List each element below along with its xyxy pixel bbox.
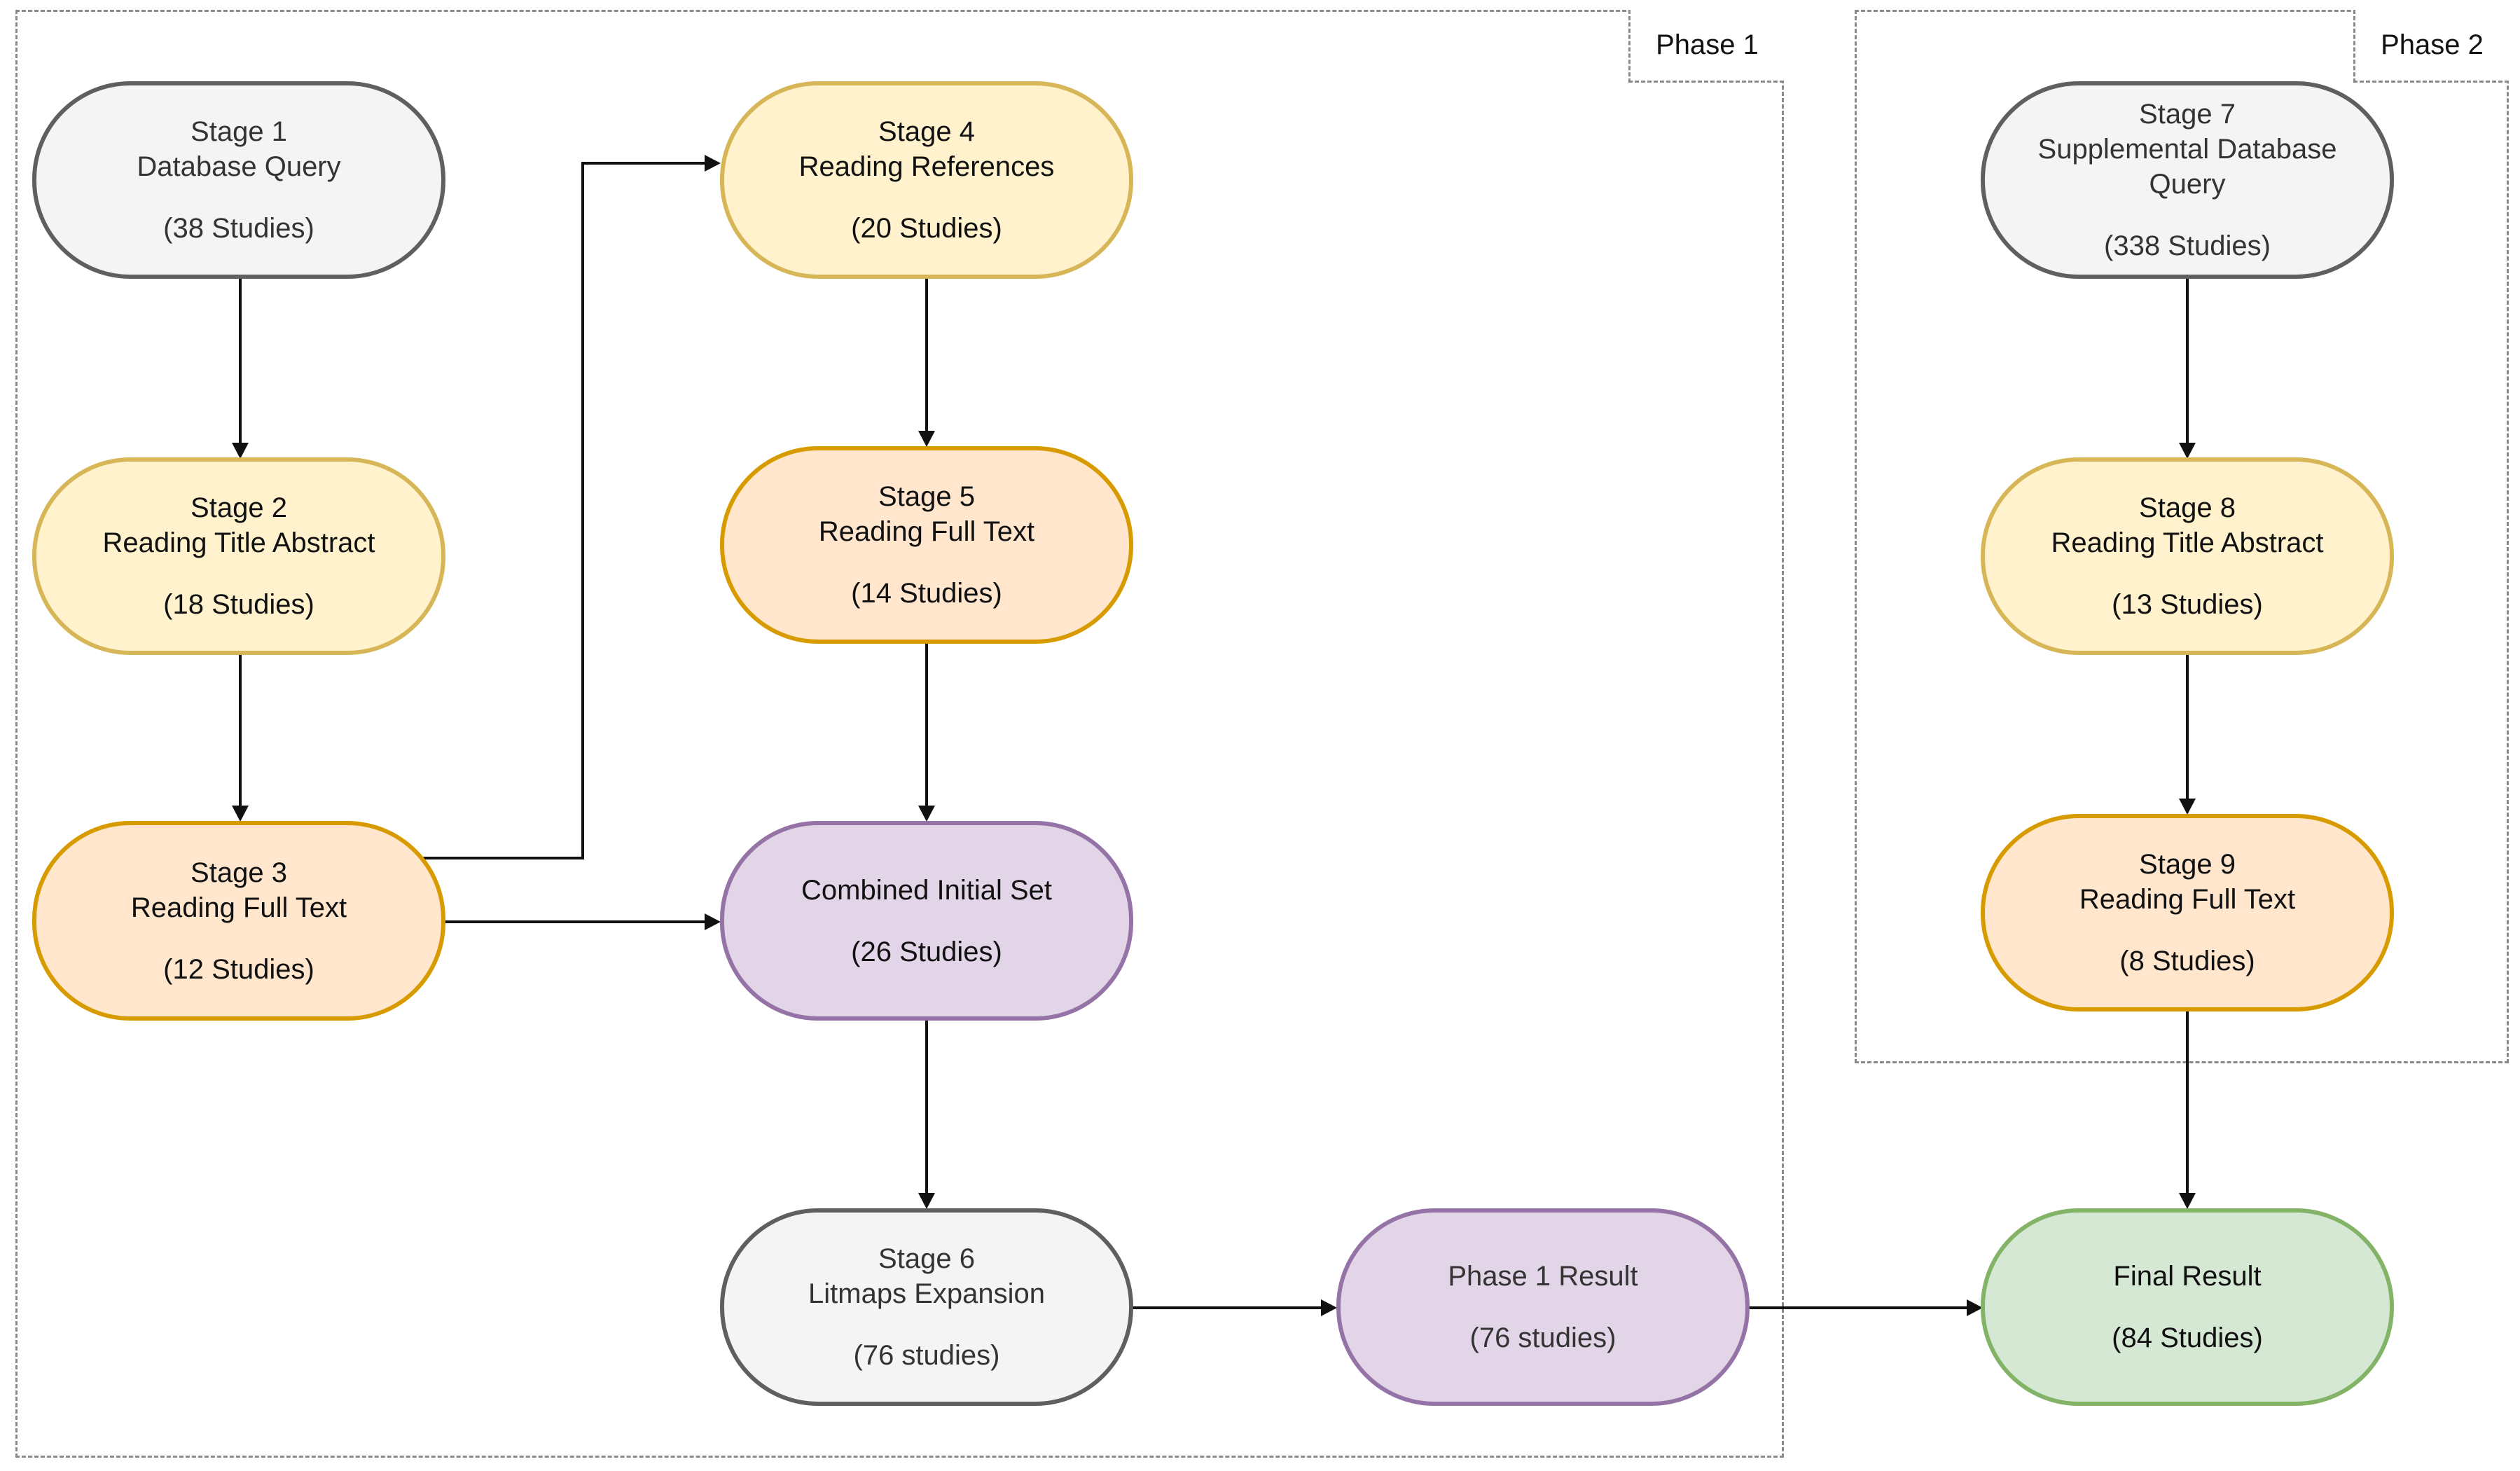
stage-4-count: (20 Studies) (851, 213, 1002, 244)
arrowhead-stage4 (705, 155, 721, 172)
stage-5-subtitle: Reading Full Text (818, 516, 1035, 547)
stage-8-subtitle: Reading Title Abstract (2051, 527, 2324, 558)
stage-4-subtitle: Reading References (798, 151, 1055, 182)
stage-3-node: Stage 3 Reading Full Text (12 Studies) (32, 821, 445, 1021)
combined-initial-set-title: Combined Initial Set (801, 874, 1052, 906)
stage-2-node: Stage 2 Reading Title Abstract (18 Studi… (32, 457, 445, 655)
stage-9-subtitle: Reading Full Text (2079, 884, 2296, 915)
stage-6-node: Stage 6 Litmaps Expansion (76 studies) (720, 1208, 1133, 1406)
stage-7-count: (338 Studies) (2104, 230, 2271, 261)
stage-9-title: Stage 9 (2139, 849, 2236, 880)
stage-6-count: (76 studies) (853, 1340, 1000, 1371)
stage-8-title: Stage 8 (2139, 492, 2236, 523)
arrowhead-combined-left (705, 913, 721, 930)
stage-7-title: Stage 7 (2139, 99, 2236, 130)
stage-3-subtitle: Reading Full Text (130, 892, 347, 923)
arrowhead-combined-top (918, 806, 935, 822)
stage-1-node: Stage 1 Database Query (38 Studies) (32, 81, 445, 279)
phase-1-container: Phase 1 (15, 10, 1784, 1458)
stage-6-subtitle: Litmaps Expansion (808, 1278, 1045, 1309)
stage-7-subtitle-line2: Query (2149, 169, 2226, 200)
combined-initial-set-node: Combined Initial Set (26 Studies) (720, 821, 1133, 1021)
phase-2-container: Phase 2 (1855, 10, 2509, 1063)
stage-4-node: Stage 4 Reading References (20 Studies) (720, 81, 1133, 279)
arrowhead-stage9 (2179, 799, 2196, 815)
phase-1-label: Phase 1 (1628, 10, 1784, 83)
stage-3-title: Stage 3 (191, 857, 287, 888)
stage-4-title: Stage 4 (878, 116, 975, 147)
stage-8-node: Stage 8 Reading Title Abstract (13 Studi… (1981, 457, 2394, 655)
stage-7-node: Stage 7 Supplemental Database Query (338… (1981, 81, 2394, 279)
stage-9-count: (8 Studies) (2119, 946, 2255, 976)
stage-1-count: (38 Studies) (163, 213, 314, 244)
arrowhead-stage2 (232, 443, 249, 459)
stage-2-title: Stage 2 (191, 492, 287, 523)
stage-5-node: Stage 5 Reading Full Text (14 Studies) (720, 446, 1133, 644)
stage-6-title: Stage 6 (878, 1243, 975, 1274)
arrowhead-stage6 (918, 1193, 935, 1209)
stage-8-count: (13 Studies) (2112, 589, 2263, 620)
arrowhead-stage5 (918, 431, 935, 447)
final-result-count: (84 Studies) (2112, 1322, 2263, 1353)
phase-2-label: Phase 2 (2353, 10, 2509, 83)
combined-initial-set-count: (26 Studies) (851, 936, 1002, 967)
stage-3-count: (12 Studies) (163, 953, 314, 985)
arrowhead-final-left (1967, 1299, 1983, 1316)
arrowhead-stage3 (232, 806, 249, 822)
stage-2-count: (18 Studies) (163, 589, 314, 620)
phase-1-result-title: Phase 1 Result (1448, 1261, 1638, 1292)
phase-1-result-node: Phase 1 Result (76 studies) (1336, 1208, 1750, 1406)
arrowhead-final-top (2179, 1193, 2196, 1209)
phase-1-result-count: (76 studies) (1469, 1322, 1616, 1353)
stage-9-node: Stage 9 Reading Full Text (8 Studies) (1981, 814, 2394, 1011)
final-result-title: Final Result (2113, 1261, 2262, 1292)
stage-5-count: (14 Studies) (851, 578, 1002, 609)
arrowhead-stage8 (2179, 443, 2196, 459)
final-result-node: Final Result (84 Studies) (1981, 1208, 2394, 1406)
stage-5-title: Stage 5 (878, 481, 975, 512)
stage-1-title: Stage 1 (191, 116, 287, 147)
stage-1-subtitle: Database Query (137, 151, 341, 182)
stage-2-subtitle: Reading Title Abstract (102, 527, 375, 558)
stage-7-subtitle: Supplemental Database (2037, 134, 2337, 165)
arrow-stage3-to-stage4 (422, 162, 717, 859)
arrowhead-phase1-result (1321, 1299, 1337, 1316)
